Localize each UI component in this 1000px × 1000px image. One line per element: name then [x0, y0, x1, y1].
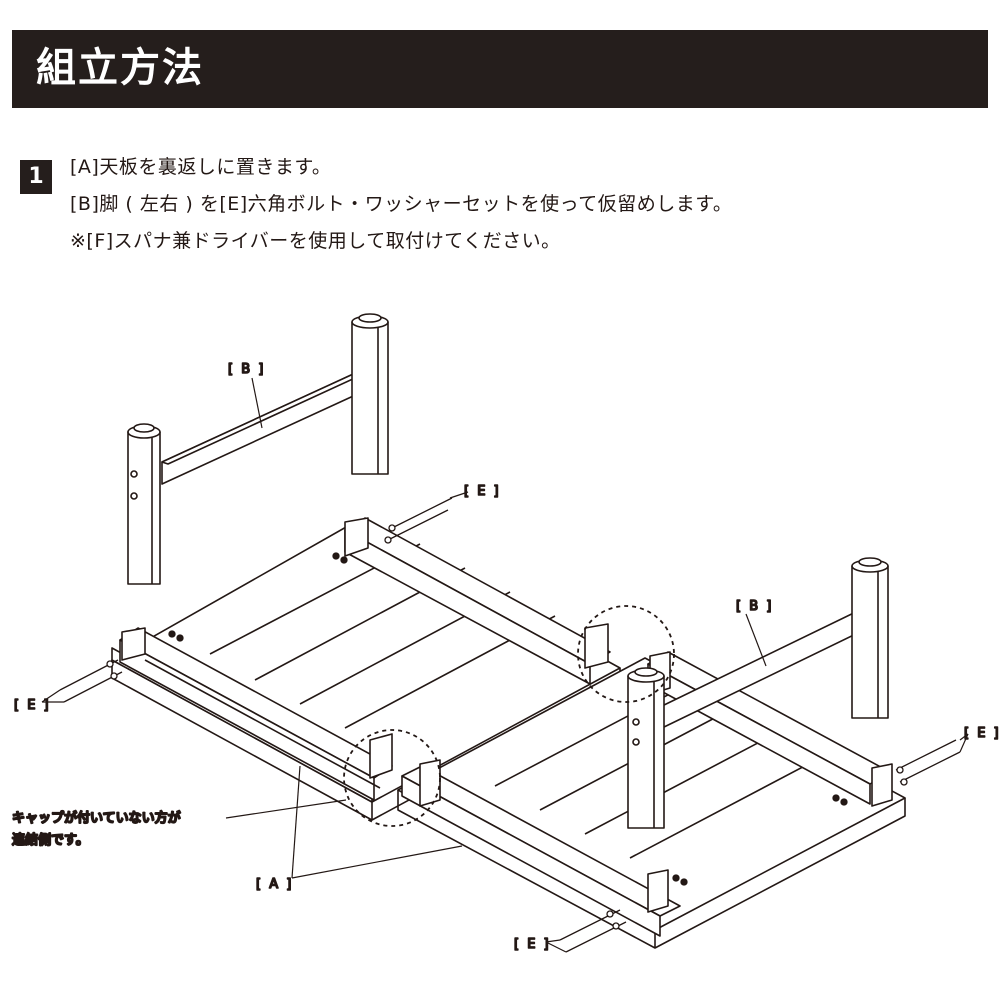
- label-b-right: [ B ]: [736, 599, 773, 614]
- label-e-bottom: [ E ]: [514, 937, 551, 952]
- right-leg-frame: [627, 557, 889, 829]
- right-front-rail: [401, 759, 681, 937]
- note-line-1: キャップが付いていない方が: [12, 810, 181, 826]
- bolt-set-bottom: [559, 874, 688, 953]
- label-b-left: [ B ]: [228, 362, 265, 377]
- header-bar: [12, 30, 988, 108]
- page-title: 組立方法: [36, 45, 204, 91]
- label-e-right: [ E ]: [964, 726, 1000, 741]
- step-number-badge: 1: [20, 160, 52, 194]
- bolt-set-top: [332, 497, 453, 564]
- left-front-rail: [119, 627, 393, 801]
- bolt-set-right: [832, 739, 961, 806]
- joint-highlight-circle-top: [577, 605, 675, 703]
- note-line-2: 連結側です。: [12, 832, 89, 848]
- joint-highlight-circle-bottom: [343, 729, 441, 827]
- label-e-top: [ E ]: [464, 484, 501, 499]
- leader-lines: [41, 377, 969, 953]
- instruction-line-3: ※[F]スパナ兼ドライバーを使用して取付けてください。: [70, 230, 561, 252]
- bolt-set-left: [59, 630, 184, 703]
- instruction-line-2: [B]脚 ( 左右 ) を[E]六角ボルト・ワッシャーセットを使って仮留めします…: [70, 193, 733, 215]
- instruction-line-1: [A]天板を裏返しに置きます。: [70, 156, 332, 178]
- left-back-rail: [344, 517, 611, 685]
- label-e-left: [ E ]: [14, 698, 51, 713]
- label-a: [ A ]: [256, 877, 293, 892]
